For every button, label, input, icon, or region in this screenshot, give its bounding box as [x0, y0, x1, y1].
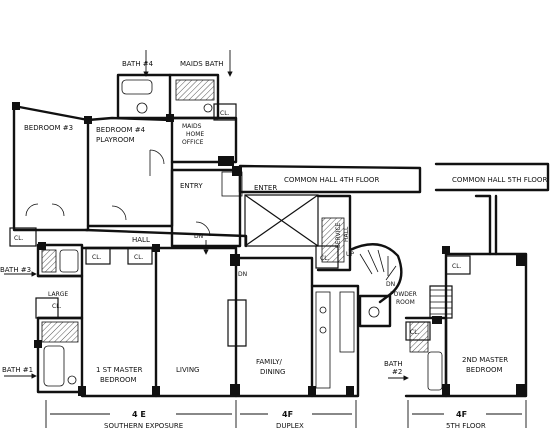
large-label: LARGE: [48, 291, 68, 298]
bath2-num-label: #2: [392, 368, 402, 376]
family-label: FAMILY/: [256, 358, 283, 366]
up-label: UP: [346, 251, 354, 258]
entry-label: ENTRY: [180, 182, 203, 190]
dn-label-3: DN: [386, 281, 395, 288]
apt-4e-sub-label: SOUTHERN EXPOSURE: [104, 422, 183, 430]
closet-label: CL.: [14, 235, 24, 242]
master1-label-1: 1 ST MASTER: [96, 366, 143, 374]
home-label: HOME: [186, 131, 204, 138]
apt-4f-sub-label: DUPLEX: [276, 422, 304, 430]
living-label: LIVING: [176, 366, 199, 374]
hall-label: HALL: [132, 236, 150, 244]
closet-label: CL.: [452, 263, 462, 270]
common-hall-5-label: COMMON HALL 5TH FLOOR: [452, 176, 547, 184]
closet-labels: CL. CL. CL. CL. CL. CL. CL.: [14, 110, 462, 336]
bath1-label: BATH #1: [2, 366, 33, 374]
apt-5f-sub-label: 5TH FLOOR: [446, 422, 486, 430]
closet-label: CL.: [92, 254, 102, 261]
master1-label-2: BEDROOM: [100, 376, 137, 384]
service-label: SERVICE: [335, 222, 342, 248]
walls: [12, 73, 550, 398]
powder-label: POWDER: [390, 291, 417, 298]
bath3-label: BATH #3: [0, 266, 31, 274]
service-hall-label: HALL: [343, 226, 350, 242]
closet-label: CL.: [320, 255, 330, 262]
dimension-lines: 4 E SOUTHERN EXPOSURE 4F DUPLEX 4F 5TH F…: [45, 400, 527, 430]
enter-label: ENTER: [254, 184, 277, 192]
common-hall-4-label: COMMON HALL 4TH FLOOR: [284, 176, 379, 184]
dining-label: DINING: [260, 368, 285, 376]
apt-4f-label: 4F: [282, 410, 293, 419]
bath4-label: BATH #4: [122, 60, 154, 68]
maids-label: MAIDS: [182, 123, 202, 130]
bath2-label: BATH: [384, 360, 403, 368]
closet-label: CL.: [220, 110, 230, 117]
office-label: OFFICE: [182, 139, 204, 146]
maids-bath-label: MAIDS BATH: [180, 60, 224, 68]
powder-room-label: ROOM: [396, 299, 415, 306]
bedroom4-label: BEDROOM #4: [96, 126, 146, 134]
apt-5f-label: 4F: [456, 410, 467, 419]
apt-4e-label: 4 E: [132, 410, 146, 419]
dn-label-2: DN: [238, 271, 247, 278]
master2-label-1: 2ND MASTER: [462, 356, 508, 364]
playroom-label: PLAYROOM: [96, 136, 135, 144]
large-cl-label: CL.: [52, 303, 62, 310]
dn-label-1: DN: [194, 233, 203, 240]
closets: [9, 103, 471, 341]
room-labels: BATH #4 MAIDS BATH BEDROOM #3 BEDROOM #4…: [0, 50, 547, 384]
bedroom3-label: BEDROOM #3: [24, 124, 73, 132]
columns: [12, 102, 526, 396]
master2-label-2: BEDROOM: [466, 366, 503, 374]
closet-label: CL.: [134, 254, 144, 261]
closet-label: CL.: [410, 329, 420, 336]
